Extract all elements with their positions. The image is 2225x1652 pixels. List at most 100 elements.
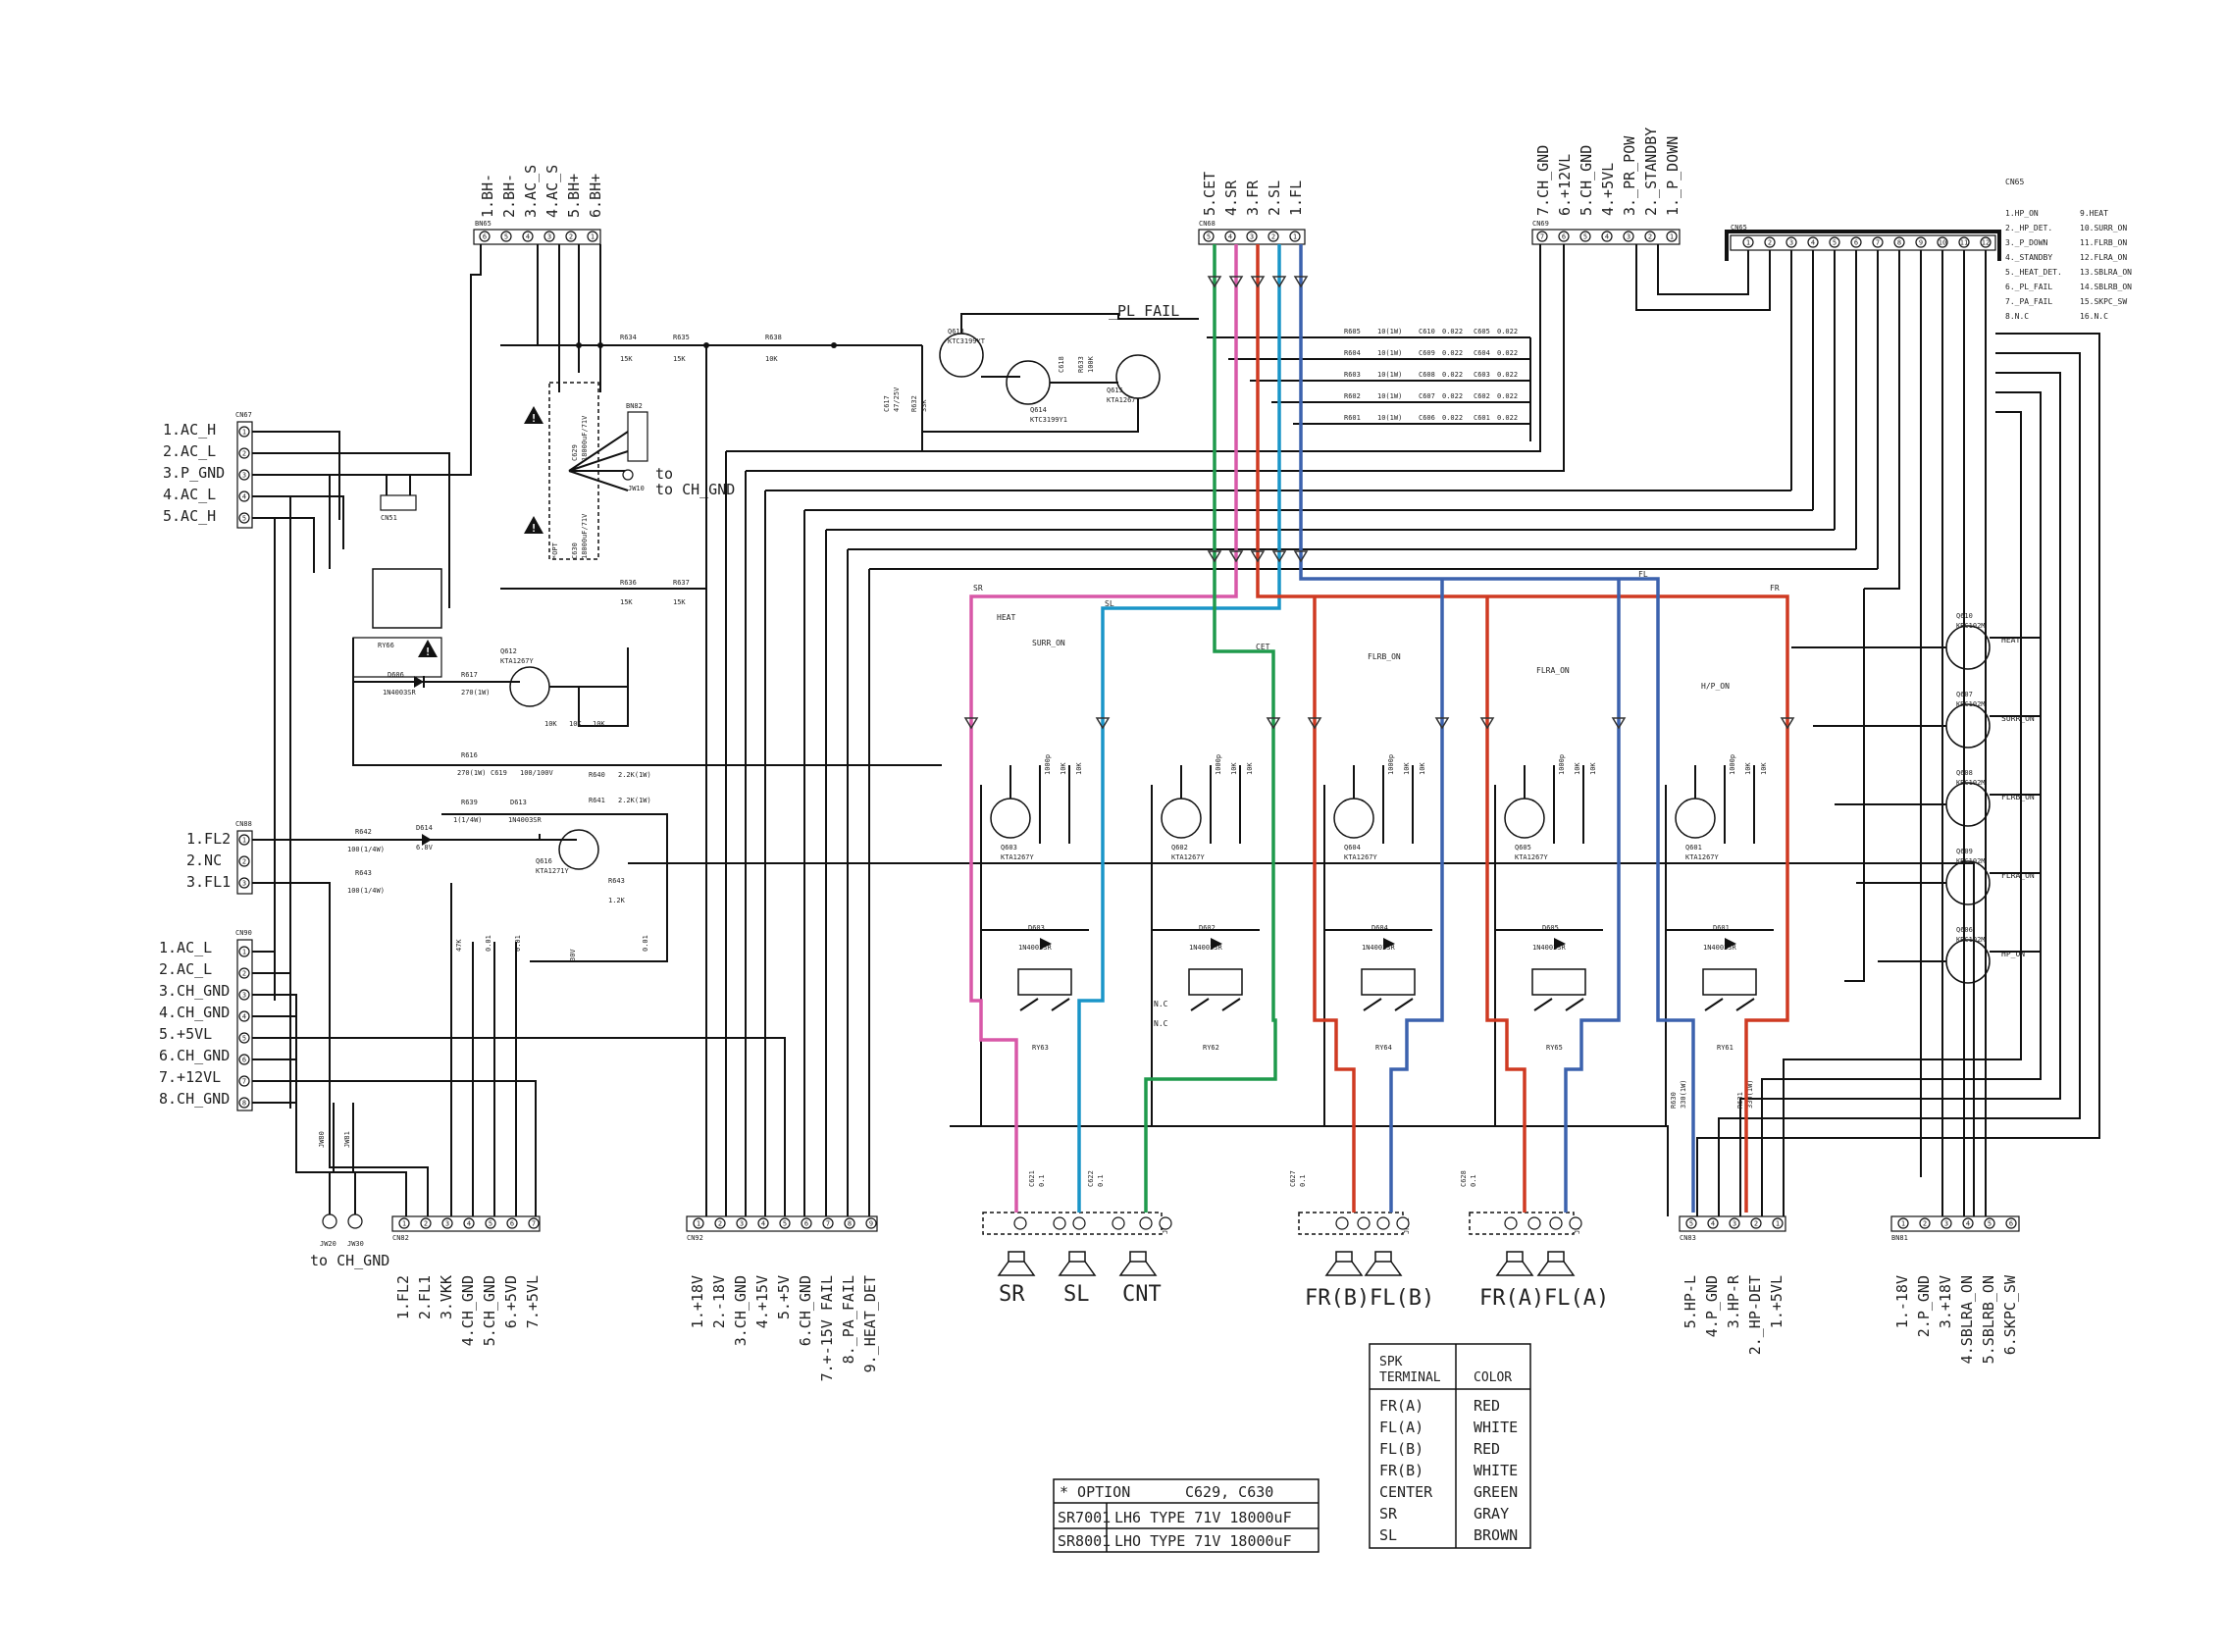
bn81-label: 1.-18V [1893,1275,1911,1328]
diode-ref: D605 [1542,924,1559,932]
fla-wire [1564,579,1621,1213]
cn67-pin [238,447,250,459]
svg-text:CN90: CN90 [235,929,252,937]
svg-text:1(1/4W): 1(1/4W) [453,816,483,824]
res-value: 10K [1589,762,1597,775]
svg-text:R601: R601 [1344,414,1361,422]
cn82-pin [441,1217,453,1229]
svg-text:2.2K(1W): 2.2K(1W) [618,771,651,779]
option-table: * OPTION C629, C630 SR7001 LH6 TYPE 71V … [1053,1478,1319,1553]
cn88-label: 1.FL2 [186,830,231,848]
cn92-pin-number: 7 [826,1220,830,1228]
cn67-pin-number: 5 [242,515,246,523]
cn68-pin [1246,231,1258,242]
cn90-pin [238,946,250,957]
speaker-jack-pin [1504,1216,1518,1230]
signal-arrow [1207,276,1222,288]
svg-text:CN65: CN65 [2005,178,2024,186]
cn83-pin-number: 2 [1754,1220,1758,1228]
cn69-label: 3._PR_POW [1621,135,1638,216]
bn81-label: 4.SBLRA_ON [1958,1275,1976,1364]
svg-text:CN82: CN82 [392,1234,409,1242]
cn92-label: 4.+15V [753,1275,771,1328]
cn67-label: 4.AC_L [163,486,216,503]
svg-text:R640: R640 [589,771,605,779]
svg-text:Q612: Q612 [500,647,517,655]
cn88-pin-number: 2 [242,858,246,866]
svg-text:14.SBLRB_ON: 14.SBLRB_ON [2080,283,2132,291]
svg-text:KTC3199Y1: KTC3199Y1 [1030,416,1067,424]
cn82-pin [506,1217,518,1229]
svg-text:10K: 10K [569,720,582,728]
svg-text:C627: C627 [1289,1170,1297,1187]
res-value: 10K [1230,762,1238,775]
spk-color: GRAY [1474,1505,1509,1523]
cn82-pin-number: 3 [445,1220,449,1228]
cn65-pin [1915,236,1927,248]
bn65-label: 3.AC_S [522,165,540,218]
svg-text:100K: 100K [1087,355,1095,373]
warning-icon [524,516,543,534]
svg-text:C622: C622 [1087,1170,1095,1187]
sr-wire [969,244,1238,1213]
cn65-pin [1829,236,1840,248]
relay-contact [1363,998,1414,1011]
speaker-icon [1547,1251,1565,1263]
cn68-pin-number: 3 [1250,233,1254,241]
bn65-label: 4.AC_S [543,165,561,218]
speaker-jack-pin [1053,1216,1066,1230]
svg-text:BN82: BN82 [626,402,643,410]
cn68-pin-number: 2 [1271,233,1275,241]
driver-transistor [1675,798,1716,839]
cn90-pin [238,1010,250,1022]
svg-text:0.01: 0.01 [514,935,522,952]
diode-symbol [1554,938,1566,950]
svg-text:C617: C617 [883,395,891,412]
bn65-pin-number: 1 [591,233,595,241]
svg-text:R637: R637 [673,579,690,587]
svg-text:10(1W): 10(1W) [1377,392,1402,400]
signal-arrow [1780,717,1795,730]
signal-arrow [1207,550,1222,563]
cn82-pin-number: 6 [510,1220,514,1228]
speaker-block: JK63 JK62 JK61 C621 0.1 C622 0.1 C627 0.… [950,1079,1754,1235]
cn92-pin-number: 2 [718,1220,722,1228]
svg-text:0.022: 0.022 [1442,414,1463,422]
svg-text:6._PL_FAIL: 6._PL_FAIL [2005,283,2052,291]
svg-text:15K: 15K [620,355,633,363]
diode-symbol [1040,938,1052,950]
relay-ref: RY61 [1717,1044,1733,1052]
cn82-pin [485,1217,496,1229]
cn92-label: 2.-18V [710,1275,728,1328]
res-value: 10K [1419,762,1426,775]
relay-coil [1188,968,1243,996]
cn69-label: 5.CH_GND [1578,145,1595,216]
speaker-jack-pin [1112,1216,1125,1230]
svg-text:R632: R632 [910,395,918,412]
bn65-label: 6.BH+ [587,174,604,218]
svg-text:JW20: JW20 [320,1240,336,1248]
driver-transistor [990,798,1031,839]
relay-contact [1019,998,1070,1011]
cn67-label: 3.P_GND [163,464,225,482]
svg-text:R631: R631 [1736,1092,1744,1109]
speaker-jack-pin [1139,1216,1153,1230]
channel-wiring [981,765,1089,931]
svg-text:270(1W): 270(1W) [457,769,487,777]
cn90-label: 5.+5VL [159,1025,212,1043]
bn81-pin-number: 1 [1901,1220,1905,1228]
cn68-pin-number: 1 [1293,233,1297,241]
cn82-pin [420,1217,432,1229]
cn82-pin-number: 5 [489,1220,492,1228]
svg-text:Q606: Q606 [1956,926,1973,934]
signal-arrow [1271,550,1287,563]
speaker-label: FL(B) [1370,1286,1434,1311]
cn83-pin [1772,1217,1784,1229]
svg-text:FL: FL [1638,570,1648,579]
svg-text:to CH_GND: to CH_GND [310,1252,389,1269]
relay-ref: RY62 [1203,1044,1219,1052]
svg-text:R617: R617 [461,671,478,679]
spk-color: BROWN [1474,1526,1518,1544]
svg-text:HEAT: HEAT [2001,636,2020,645]
cn82-pin [463,1217,475,1229]
